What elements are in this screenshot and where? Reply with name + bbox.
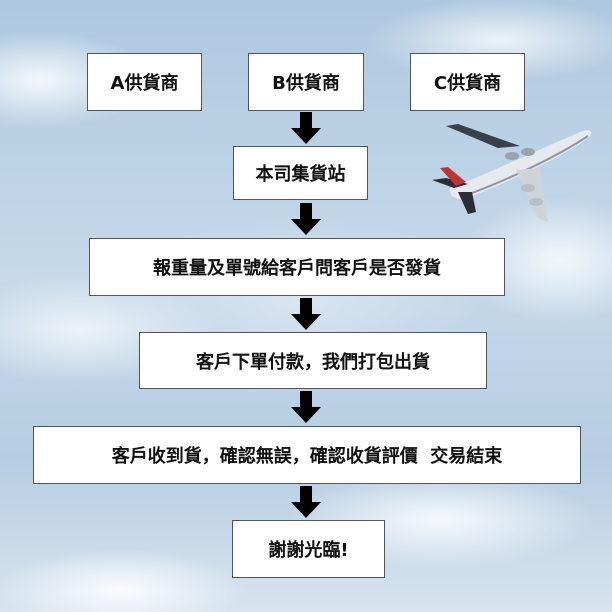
step-thank-you: 謝謝光臨! [232, 520, 385, 578]
step-consolidation-station: 本司集貨站 [233, 146, 368, 200]
airplane-icon [432, 124, 592, 222]
step-receive-review: 客戶收到貨，確認無誤，確認收貨評價 交易結束 [33, 426, 581, 484]
down-arrow-1 [291, 112, 321, 144]
step-report-weight: 報重量及單號給客戶問客戶是否發貨 [89, 238, 505, 296]
supplier-box-c: C供貨商 [410, 53, 525, 111]
supplier-box-a: A供貨商 [87, 53, 202, 111]
down-arrow-3 [291, 298, 321, 330]
supplier-box-b: B供貨商 [248, 53, 364, 111]
down-arrow-5 [291, 486, 321, 518]
down-arrow-2 [291, 203, 321, 235]
down-arrow-4 [291, 391, 321, 423]
step-order-payment: 客戶下單付款，我們打包出貨 [139, 332, 487, 389]
